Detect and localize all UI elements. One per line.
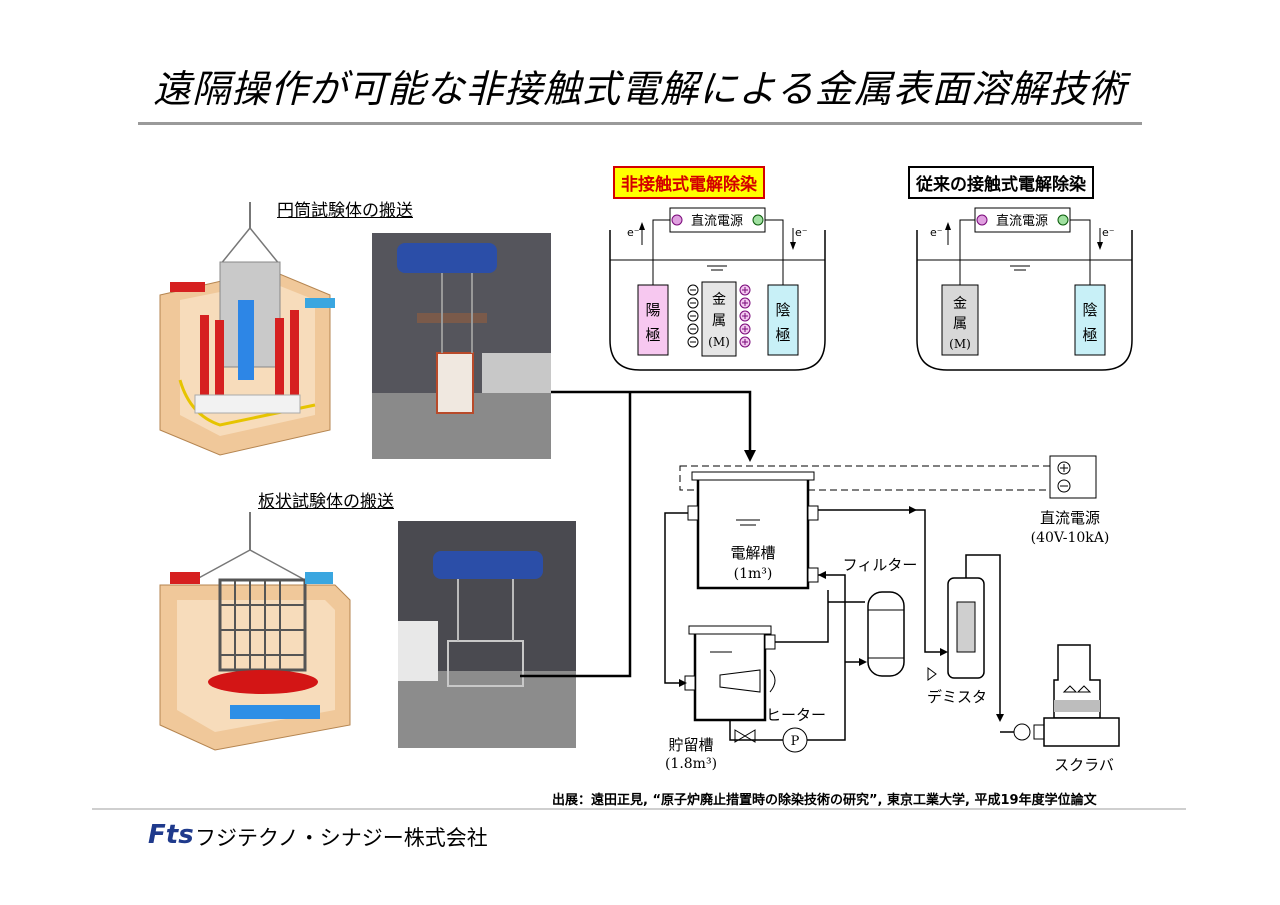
noncontact-metal-char2: 属: [712, 313, 726, 329]
process-flow-diagram: 直流電源 (40V-10kA) 電解槽 (1m³) 貯留槽 (1.8m³) ヒー…: [520, 390, 1120, 774]
title-divider: [138, 122, 1142, 125]
cylinder-transport-photo: [372, 233, 551, 459]
footer-divider: [92, 808, 1186, 810]
plate-transport-caption: 板状試験体の搬送: [258, 492, 394, 512]
cylinder-to-tank-arrow: [551, 390, 752, 458]
cylinder-apparatus-illustration: [159, 202, 335, 456]
heater-label: ヒーター: [766, 706, 826, 724]
contact-electron-right: e⁻: [1102, 226, 1115, 239]
filter-label: フィルター: [843, 556, 918, 574]
contact-metal-char3: (M): [949, 337, 971, 351]
storage-tank-label: 貯留槽: [668, 736, 713, 754]
contact-power-label: 直流電源: [996, 214, 1048, 229]
storage-tank-volume: (1.8m³): [665, 756, 717, 772]
demister-label: デミスタ: [927, 688, 987, 706]
noncontact-electrolysis-label: 非接触式電解除染: [613, 166, 765, 199]
company-logo: Fts: [148, 820, 194, 850]
noncontact-electron-left: e⁻: [627, 226, 640, 239]
noncontact-anode-char1: 陽: [645, 301, 660, 319]
cylinder-transport-caption: 円筒試験体の搬送: [277, 201, 413, 221]
contact-cathode-char2: 極: [1082, 326, 1097, 344]
electrolysis-tank-label: 電解槽: [730, 544, 775, 562]
dc-power-supply-spec: (40V-10kA): [1031, 530, 1110, 546]
contact-cathode-char1: 陰: [1082, 301, 1097, 319]
noncontact-metal-char3: (M): [708, 335, 730, 349]
contact-electron-left: e⁻: [930, 226, 943, 239]
scrubber-label: スクラバ: [1054, 756, 1114, 774]
plate-transport-photo: [398, 521, 576, 748]
pump-symbol: P: [791, 734, 800, 749]
company-name: フジテクノ・シナジー株式会社: [195, 826, 488, 850]
contact-metal-char1: 金: [953, 296, 967, 312]
noncontact-electron-right: e⁻: [795, 226, 808, 239]
noncontact-cathode-char1: 陰: [775, 301, 790, 319]
noncontact-cathode-char2: 極: [775, 326, 790, 344]
dc-power-supply-label: 直流電源: [1040, 509, 1100, 527]
contact-electrolysis-schematic: 直流電源 e⁻ e⁻ 金 属 (M) 陰 極: [916, 207, 1133, 371]
citation-text: 出展：遠田正見, “原子炉廃止措置時の除染技術の研究”, 東京工業大学, 平成1…: [552, 793, 1097, 808]
contact-electrolysis-label: 従来の接触式電解除染: [908, 166, 1094, 199]
contact-metal-char2: 属: [953, 316, 967, 332]
electrolysis-tank-volume: (1m³): [734, 566, 773, 582]
noncontact-electrolysis-schematic: 直流電源 e⁻ e⁻ 陽 極 金 属 (M) 陰 極: [609, 207, 826, 371]
plate-apparatus-illustration: [159, 512, 351, 751]
noncontact-anode-char2: 極: [645, 326, 660, 344]
noncontact-metal-char1: 金: [712, 292, 726, 308]
plate-to-tank-line: [520, 392, 632, 678]
page-title: 遠隔操作が可能な非接触式電解による金属表面溶解技術: [153, 67, 1127, 111]
noncontact-power-label: 直流電源: [691, 214, 743, 229]
